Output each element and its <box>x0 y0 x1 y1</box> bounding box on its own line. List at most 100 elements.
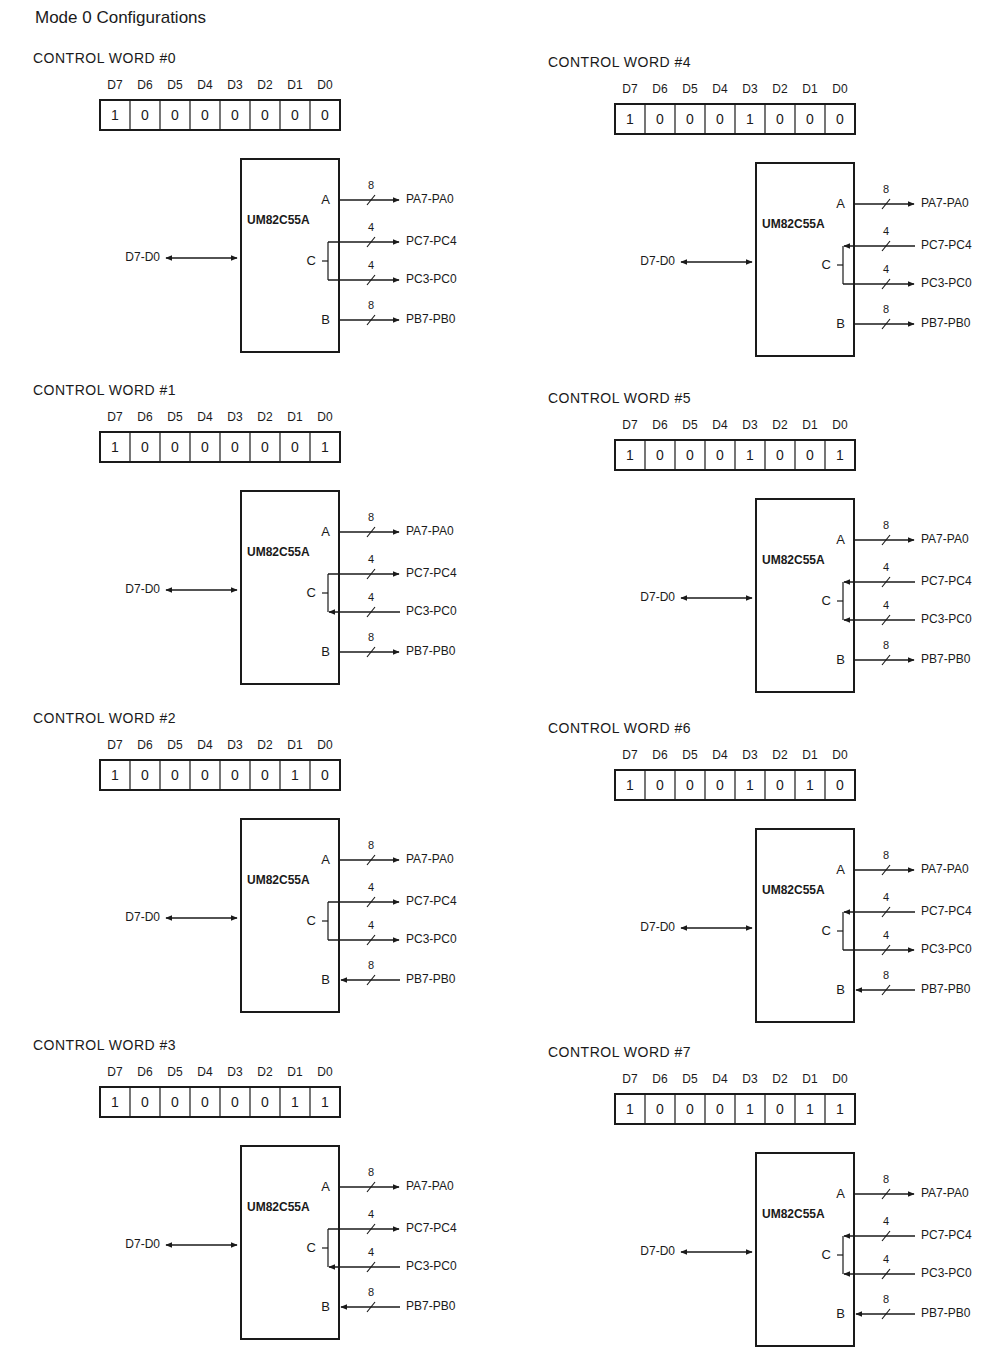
port-line <box>340 651 399 652</box>
bus-width: 4 <box>368 881 374 894</box>
register-box <box>100 760 340 790</box>
bit-header: D6 <box>652 749 667 763</box>
bit-header: D7 <box>622 83 637 97</box>
pin-name: PA7-PA0 <box>406 1180 454 1194</box>
register-divider <box>279 432 280 462</box>
bus-slash <box>367 647 375 657</box>
port-c-bracket <box>322 260 328 261</box>
bit-header: D6 <box>652 1073 667 1087</box>
bit-header: D3 <box>227 1066 242 1080</box>
chip-box: UM82C55AACB <box>240 490 340 685</box>
bit-header: D4 <box>197 739 212 753</box>
bit-header: D6 <box>137 739 152 753</box>
bit-value: 1 <box>746 777 754 793</box>
chip-name: UM82C55A <box>247 214 310 228</box>
data-bus-arrow <box>166 1244 237 1245</box>
bus-width: 4 <box>883 263 889 276</box>
bus-slash <box>367 1182 375 1192</box>
bit-value: 0 <box>656 447 664 463</box>
bit-header: D2 <box>772 749 787 763</box>
signal-name: D7-D0 <box>125 583 160 597</box>
chip-box: UM82C55AACB <box>240 158 340 353</box>
port-letter: A <box>836 197 845 212</box>
bit-value: 1 <box>806 777 814 793</box>
register-divider <box>219 100 220 130</box>
bit-header: D0 <box>832 1073 847 1087</box>
bit-header: D2 <box>257 411 272 425</box>
bus-slash <box>367 897 375 907</box>
bit-header: D6 <box>652 83 667 97</box>
port-letter: B <box>836 653 845 668</box>
bus-width: 4 <box>883 891 889 904</box>
register-divider <box>674 770 675 800</box>
bit-header: D7 <box>622 1073 637 1087</box>
register-divider <box>824 104 825 134</box>
bit-value: 1 <box>111 107 119 123</box>
bus-slash <box>882 865 890 875</box>
bit-header: D5 <box>167 1066 182 1080</box>
bit-value: 1 <box>626 447 634 463</box>
port-letter: C <box>307 914 316 929</box>
bus-slash <box>367 1262 375 1272</box>
bit-value: 0 <box>321 767 329 783</box>
bus-slash <box>882 319 890 329</box>
register-divider <box>189 760 190 790</box>
chip-name: UM82C55A <box>247 1201 310 1215</box>
bit-header: D7 <box>107 411 122 425</box>
port-line <box>855 1193 914 1194</box>
signal-name: D7-D0 <box>640 591 675 605</box>
bus-width: 4 <box>883 599 889 612</box>
register-divider <box>764 770 765 800</box>
bus-width: 8 <box>368 511 374 524</box>
register-divider <box>159 100 160 130</box>
register-divider <box>644 1094 645 1124</box>
bus-slash <box>882 907 890 917</box>
port-line <box>340 199 399 200</box>
bit-header: D4 <box>197 79 212 93</box>
pin-name: PC7-PC4 <box>406 235 457 249</box>
pin-name: PA7-PA0 <box>406 853 454 867</box>
bit-value: 1 <box>626 1101 634 1117</box>
bus-width: 8 <box>368 631 374 644</box>
bit-value: 1 <box>746 1101 754 1117</box>
port-letter: C <box>307 586 316 601</box>
config-drawing <box>615 104 915 329</box>
register-divider <box>734 440 735 470</box>
pin-name: PC3-PC0 <box>921 943 972 957</box>
pin-name: PA7-PA0 <box>921 863 969 877</box>
register-divider <box>764 1094 765 1124</box>
register-divider <box>129 760 130 790</box>
bit-value: 0 <box>806 447 814 463</box>
register-divider <box>704 104 705 134</box>
bus-width: 8 <box>883 183 889 196</box>
bit-header: D1 <box>287 1066 302 1080</box>
register-divider <box>704 770 705 800</box>
diagram-title: Mode 0 Configurations <box>35 8 206 28</box>
register-divider <box>279 100 280 130</box>
bus-slash <box>367 527 375 537</box>
bit-value: 0 <box>261 107 269 123</box>
bus-width: 4 <box>883 1215 889 1228</box>
bus-width: 8 <box>883 1173 889 1186</box>
port-c-bracket <box>837 930 843 931</box>
chip-box: UM82C55AACB <box>755 828 855 1023</box>
bus-slash <box>367 1302 375 1312</box>
port-letter: B <box>321 645 330 660</box>
register-box <box>615 104 855 134</box>
bus-slash <box>882 199 890 209</box>
bit-value: 0 <box>201 107 209 123</box>
config-title: CONTROL WORD #3 <box>33 1037 176 1053</box>
pin-name: PA7-PA0 <box>921 533 969 547</box>
bit-value: 0 <box>656 111 664 127</box>
bit-value: 0 <box>321 107 329 123</box>
signal-name: D7-D0 <box>640 255 675 269</box>
chip-name: UM82C55A <box>762 884 825 898</box>
register-divider <box>764 104 765 134</box>
bus-slash <box>882 1189 890 1199</box>
bit-value: 0 <box>291 107 299 123</box>
register-divider <box>129 432 130 462</box>
bus-slash <box>882 1309 890 1319</box>
register-divider <box>644 770 645 800</box>
bit-header: D2 <box>257 1066 272 1080</box>
bus-slash <box>367 607 375 617</box>
